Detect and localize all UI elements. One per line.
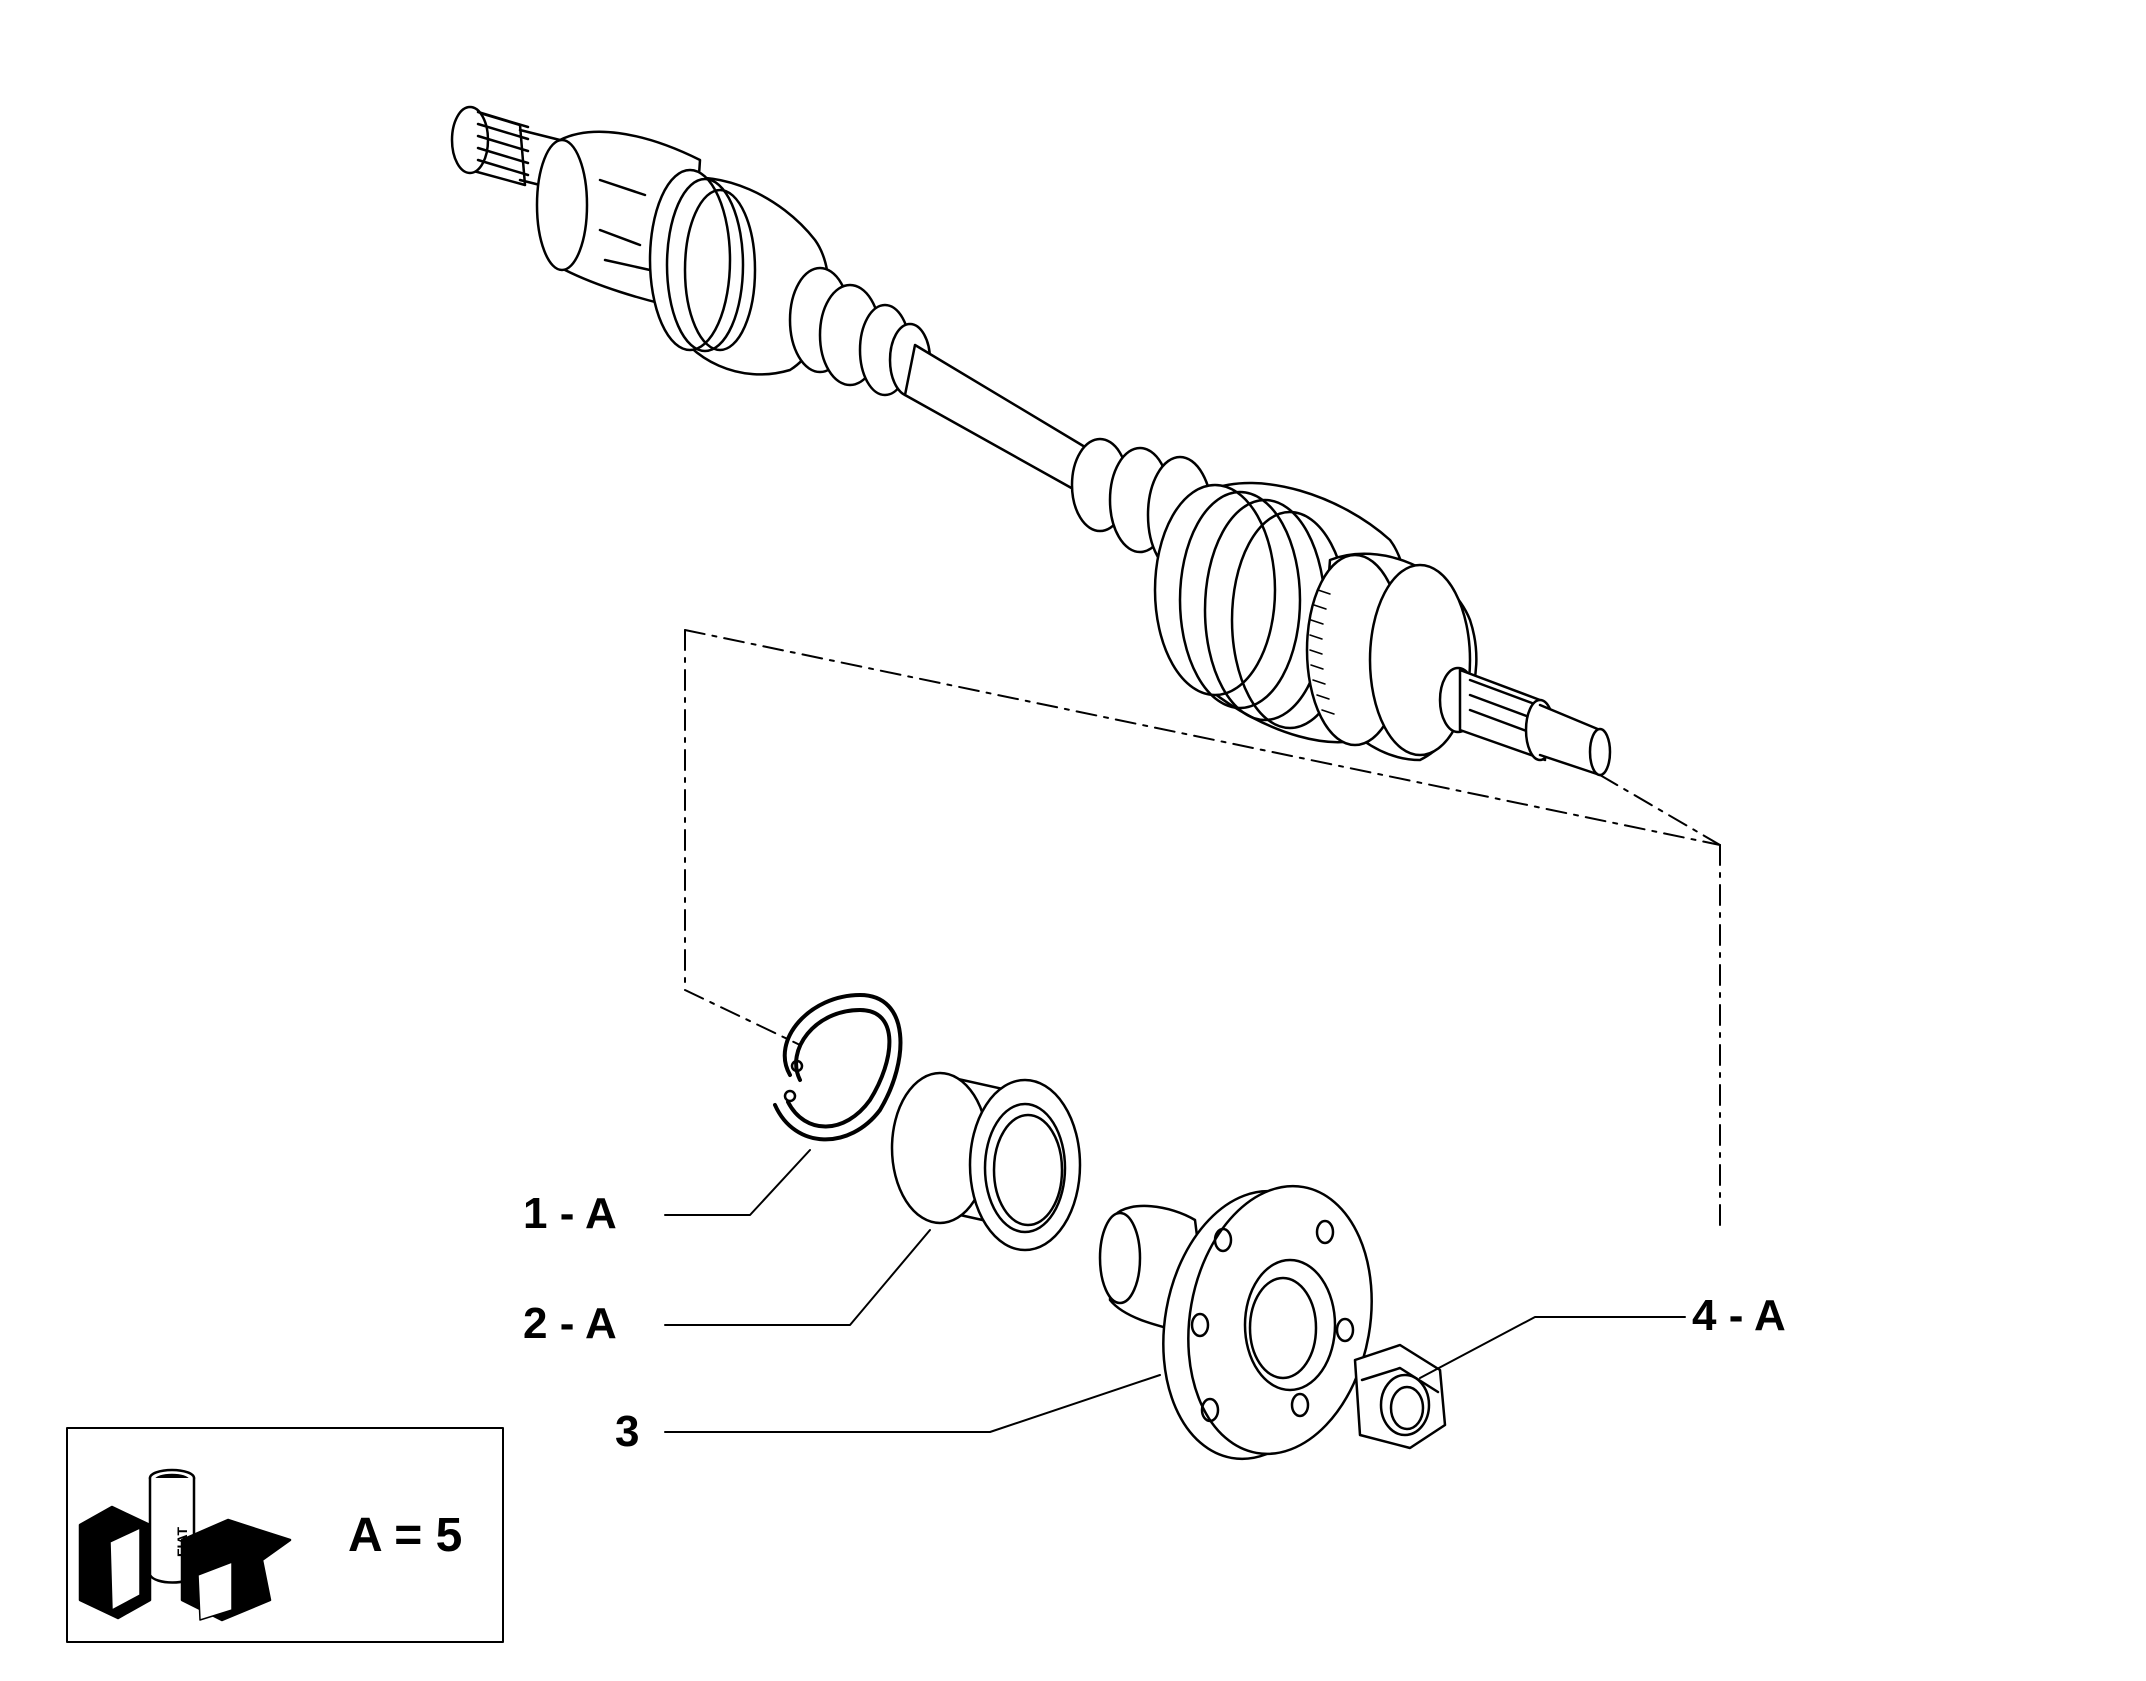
wheel-hub [1098,1184,1373,1461]
abs-tone-ring [1309,589,1335,715]
callout-4: 4 - A [1692,1291,1786,1340]
callout-labels: 1 - A 2 - A 3 4 - A [523,1189,1786,1456]
callout-leaders [664,1149,1686,1433]
wheel-bearing [890,1071,1082,1252]
outer-cv-joint [1305,552,1478,762]
outer-spline-stub [1438,666,1612,777]
callout-3: 3 [615,1407,639,1456]
assembly-reference-lines [684,629,1721,1231]
drive-shaft-assembly [450,105,1612,777]
hub-nut [1353,1343,1447,1450]
fiat-parts-logo: FIAT [78,1468,292,1622]
legend-box: FIAT A = 5 [66,1427,504,1643]
callout-2: 2 - A [523,1299,617,1348]
svg-text:FIAT: FIAT [174,1526,190,1557]
inner-boot [648,168,932,398]
shaft-bar [903,343,1092,492]
circlip [773,993,903,1142]
legend-text: A = 5 [348,1509,462,1562]
callout-1: 1 - A [523,1189,617,1238]
